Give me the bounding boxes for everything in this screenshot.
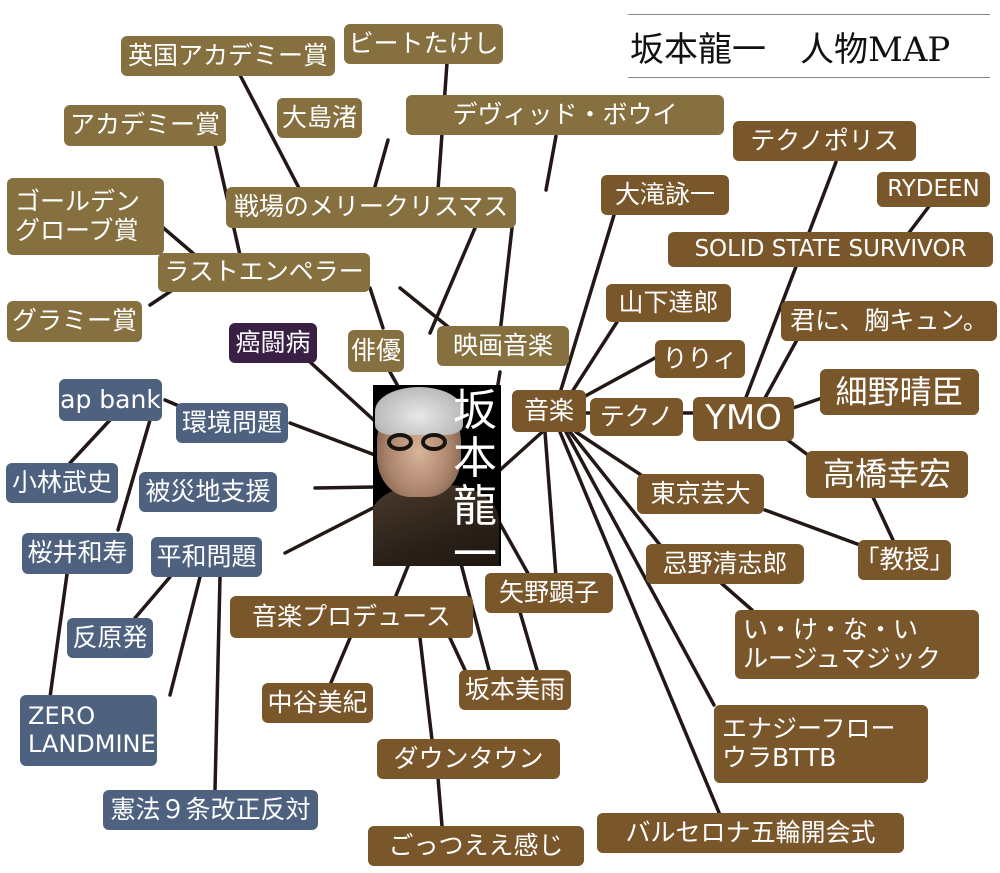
node-hosono-haruomi[interactable]: 細野晴臣 — [820, 369, 979, 415]
node-rydeen[interactable]: RYDEEN — [877, 172, 990, 207]
node-label: 小林武史 — [12, 467, 113, 497]
node-disaster-support[interactable]: 被災地支援 — [139, 472, 277, 512]
node-kimini-munekyun[interactable]: 君に、胸キュン。 — [781, 301, 997, 341]
node-yano-akiko[interactable]: 矢野顕子 — [485, 573, 613, 613]
node-label: ビートたけし — [348, 28, 499, 58]
node-cancer[interactable]: 癌闘病 — [229, 323, 317, 363]
node-label: 英国アカデミー賞 — [128, 40, 329, 70]
node-ymo[interactable]: YMO — [693, 397, 794, 441]
node-ap-bank[interactable]: ap bank — [59, 379, 162, 421]
node-sakurai-kazutoshi[interactable]: 桜井和寿 — [22, 533, 133, 574]
glasses-icon — [387, 433, 451, 451]
node-label: 桜井和寿 — [27, 538, 128, 568]
node-otaki-eiichi[interactable]: 大滝詠一 — [601, 175, 729, 215]
node-label: 癌闘病 — [235, 327, 311, 357]
node-zero-landmine[interactable]: ZERO LANDMINE — [20, 695, 157, 766]
node-kobayashi-takeshi[interactable]: 小林武史 — [6, 463, 118, 503]
node-label: 坂本美雨 — [465, 674, 566, 704]
node-beat-takeshi[interactable]: ビートたけし — [344, 24, 503, 64]
node-techno[interactable]: テクノ — [590, 398, 683, 436]
node-label: 忌野清志郎 — [662, 548, 788, 578]
node-label: 高橋幸宏 — [822, 455, 951, 494]
node-academy[interactable]: アカデミー賞 — [64, 105, 226, 146]
node-label: ap bank — [60, 384, 161, 414]
center-person-photo[interactable]: 坂 本 龍 一 — [373, 385, 501, 566]
node-label: 大滝詠一 — [614, 179, 715, 209]
node-label: い・け・な・い ルージュマジック — [743, 614, 941, 673]
node-sakamoto-miu[interactable]: 坂本美雨 — [459, 670, 571, 710]
node-label: 環境問題 — [182, 407, 283, 437]
node-label: 細野晴臣 — [835, 372, 964, 411]
node-label: デヴィッド・ボウイ — [452, 99, 678, 129]
center-person-name: 坂 本 龍 一 — [453, 385, 497, 567]
node-label: 音楽プロデュース — [252, 601, 451, 631]
node-label: ゴールデン グローブ賞 — [15, 186, 141, 245]
node-label: 映画音楽 — [452, 330, 553, 360]
node-label: グラミー賞 — [12, 306, 138, 336]
node-music[interactable]: 音楽 — [512, 390, 586, 432]
node-last-emperor[interactable]: ラストエンペラー — [158, 253, 370, 292]
node-label: 憲法９条改正反対 — [110, 794, 311, 824]
node-article9[interactable]: 憲法９条改正反対 — [103, 790, 318, 830]
node-label: ごっつええ感じ — [388, 830, 564, 860]
photo-hair — [375, 387, 463, 435]
node-label: RYDEEN — [887, 176, 980, 203]
node-label: 被災地支援 — [145, 476, 271, 506]
node-label: ZERO LANDMINE — [28, 701, 156, 758]
node-label: 矢野顕子 — [498, 577, 599, 607]
node-actor[interactable]: 俳優 — [348, 330, 404, 372]
node-ikenai-rouge[interactable]: い・け・な・い ルージュマジック — [735, 610, 979, 679]
node-environment[interactable]: 環境問題 — [176, 403, 288, 443]
node-label: アカデミー賞 — [70, 110, 221, 140]
node-label: SOLID STATE SURVIVOR — [694, 236, 967, 263]
node-label: テクノ — [599, 401, 674, 431]
node-eikoku-academy[interactable]: 英国アカデミー賞 — [121, 36, 335, 76]
node-grammy[interactable]: グラミー賞 — [7, 301, 142, 342]
map-title: 坂本龍一 人物MAP — [630, 29, 951, 70]
node-david-bowie[interactable]: デヴィッド・ボウイ — [406, 95, 724, 135]
node-nakatani-miki[interactable]: 中谷美紀 — [262, 683, 373, 723]
node-imawano-kiyoshiro[interactable]: 忌野清志郎 — [646, 544, 804, 584]
node-label: エナジーフロー ウラBTTB — [722, 714, 896, 772]
node-label: 音楽 — [523, 395, 574, 425]
node-label: 東京芸大 — [650, 478, 751, 508]
node-barcelona[interactable]: バルセロナ五輪開会式 — [597, 813, 904, 853]
node-label: 平和問題 — [156, 541, 257, 571]
node-music-produce[interactable]: 音楽プロデュース — [230, 596, 473, 638]
node-label: りりィ — [662, 343, 738, 373]
node-label: 戦場のメリークリスマス — [233, 192, 509, 222]
node-tokyo-geidai[interactable]: 東京芸大 — [637, 474, 764, 514]
node-takahashi-yukihiro[interactable]: 高橋幸宏 — [806, 451, 968, 498]
node-lily[interactable]: りりィ — [655, 340, 745, 378]
node-label: バルセロナ五輪開会式 — [625, 817, 876, 847]
node-downtown[interactable]: ダウンタウン — [377, 739, 560, 779]
node-gottsuee[interactable]: ごっつええ感じ — [368, 826, 584, 866]
node-label: 山下達郎 — [618, 287, 719, 317]
node-yamashita-tatsuro[interactable]: 山下達郎 — [606, 284, 731, 322]
photo-body — [373, 485, 499, 566]
node-anti-nuclear[interactable]: 反原発 — [67, 618, 153, 658]
map-header: 坂本龍一 人物MAP — [628, 14, 990, 78]
node-peace[interactable]: 平和問題 — [151, 537, 262, 577]
node-label: YMO — [705, 398, 782, 439]
node-label: 反原発 — [72, 622, 148, 652]
node-label: 中谷美紀 — [267, 687, 368, 717]
node-label: 大島渚 — [282, 102, 358, 132]
node-label: ダウンタウン — [393, 743, 544, 773]
node-film-music[interactable]: 映画音楽 — [437, 326, 569, 366]
node-golden-globe[interactable]: ゴールデン グローブ賞 — [7, 178, 164, 255]
node-oshima-nagisa[interactable]: 大島渚 — [277, 98, 362, 138]
node-label: テクノポリス — [750, 125, 899, 155]
node-solid-state-survivor[interactable]: SOLID STATE SURVIVOR — [668, 232, 993, 267]
node-label: 俳優 — [351, 335, 402, 365]
node-energy-flow[interactable]: エナジーフロー ウラBTTB — [714, 705, 928, 783]
node-label: ラストエンペラー — [164, 257, 364, 287]
node-label: 君に、胸キュン。 — [790, 305, 988, 335]
node-professor[interactable]: 「教授」 — [855, 540, 955, 580]
node-label: 「教授」 — [854, 544, 955, 574]
node-merry-christmas[interactable]: 戦場のメリークリスマス — [226, 187, 516, 228]
node-technopolis[interactable]: テクノポリス — [733, 121, 916, 161]
